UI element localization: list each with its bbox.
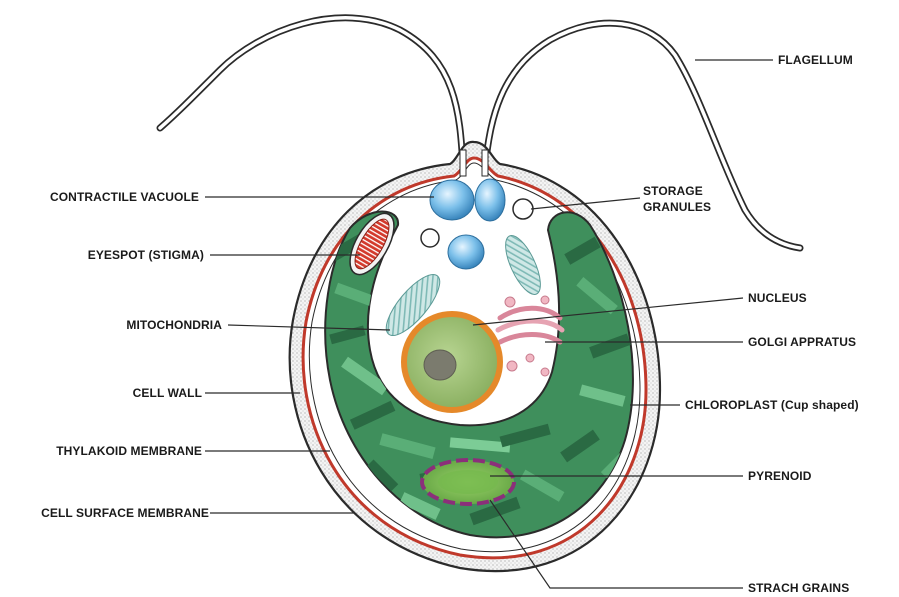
label-golgi-apparatus: GOLGI APPRATUS: [748, 335, 856, 350]
label-storage-granules-line2: GRANULES: [643, 200, 711, 215]
label-contractile-vacuole: CONTRACTILE VACUOLE: [50, 190, 199, 205]
label-cell-wall: CELL WALL: [133, 386, 202, 401]
label-eyespot: EYESPOT (STIGMA): [88, 248, 204, 263]
nucleus: [404, 314, 500, 410]
label-nucleus: NUCLEUS: [748, 291, 807, 306]
label-thylakoid-membrane: THYLAKOID MEMBRANE: [56, 444, 202, 459]
label-flagellum: FLAGELLUM: [778, 53, 853, 68]
flagellum-base-left: [460, 150, 466, 176]
label-mitochondria: MITOCHONDRIA: [126, 318, 222, 333]
flagellum-base-right: [482, 150, 488, 176]
label-cell-surface-membrane: CELL SURFACE MEMBRANE: [41, 506, 209, 521]
pyrenoid: [422, 460, 514, 504]
label-storage-granules-line1: STORAGE: [643, 184, 703, 199]
label-pyrenoid: PYRENOID: [748, 469, 811, 484]
label-starch-grains: STRACH GRAINS: [748, 581, 849, 596]
label-chloroplast: CHLOROPLAST (Cup shaped): [685, 398, 859, 413]
